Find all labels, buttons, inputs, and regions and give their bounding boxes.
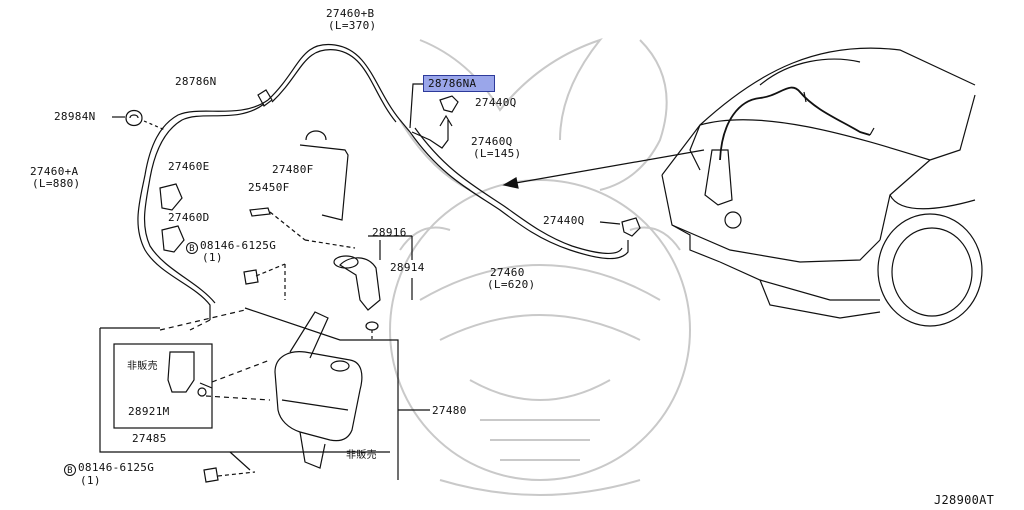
clip-27460e xyxy=(159,183,183,211)
label-27480[interactable]: 27480 xyxy=(432,404,467,417)
label-28786na-highlighted[interactable]: 28786NA xyxy=(428,77,477,90)
label-27460[interactable]: 27460 xyxy=(490,266,525,279)
grommet-28984n xyxy=(125,109,143,127)
bolt-lower-number: 08146-6125G xyxy=(78,461,155,474)
label-25450f[interactable]: 25450F xyxy=(248,181,290,194)
pump-28921m xyxy=(167,351,195,393)
label-27485[interactable]: 27485 xyxy=(132,432,167,445)
oring xyxy=(365,321,379,331)
label-27460-a[interactable]: 27460+A xyxy=(30,165,79,178)
bolt-25450f xyxy=(249,207,271,217)
label-28921m[interactable]: 28921M xyxy=(128,405,170,418)
label-28984n[interactable]: 28984N xyxy=(54,110,96,123)
label-not-sold-pump: 非販売 xyxy=(127,361,158,372)
nozzle-27440q-right xyxy=(621,217,641,237)
label-hose-27460-b[interactable]: 27460+B xyxy=(326,7,375,20)
label-27480f[interactable]: 27480F xyxy=(272,163,314,176)
label-bolt-upper-qty: (1) xyxy=(202,251,223,264)
nozzle-27440q-top xyxy=(439,95,459,113)
label-bolt-lower-qty: (1) xyxy=(80,474,101,487)
label-27460-length: (L=620) xyxy=(487,278,536,291)
label-28914[interactable]: 28914 xyxy=(390,261,425,274)
hose-27460-a xyxy=(137,99,269,320)
tank-27480 xyxy=(274,351,363,442)
clip-27460d xyxy=(161,225,185,253)
label-27460q-length: (L=145) xyxy=(473,147,522,160)
car-illustration xyxy=(661,47,983,327)
bolt-marker-icon: B xyxy=(186,242,198,254)
highlight-box xyxy=(423,75,495,92)
label-27440q-right[interactable]: 27440Q xyxy=(543,214,585,227)
bolt-marker-icon: B xyxy=(64,464,76,476)
label-27460-a-length: (L=880) xyxy=(32,177,81,190)
bolt-upper-number: 08146-6125G xyxy=(200,239,277,252)
diagram-code: J28900AT xyxy=(934,493,995,507)
label-28786n[interactable]: 28786N xyxy=(175,75,217,88)
label-27460d[interactable]: 27460D xyxy=(168,211,210,224)
label-27440q-top[interactable]: 27440Q xyxy=(475,96,517,109)
watermark-emblem xyxy=(389,37,691,496)
label-27460q[interactable]: 27460Q xyxy=(471,135,513,148)
hose-27460-b xyxy=(267,43,411,133)
label-hose-27460-b-length: (L=370) xyxy=(328,19,377,32)
label-28916[interactable]: 28916 xyxy=(372,226,407,239)
filler-neck-28914 xyxy=(339,257,381,311)
label-27460e[interactable]: 27460E xyxy=(168,160,210,173)
tube-27480f xyxy=(299,144,349,221)
hose-27460q xyxy=(411,120,449,149)
label-not-sold-tank: 非販売 xyxy=(346,450,377,461)
hose-27460 xyxy=(409,131,629,260)
